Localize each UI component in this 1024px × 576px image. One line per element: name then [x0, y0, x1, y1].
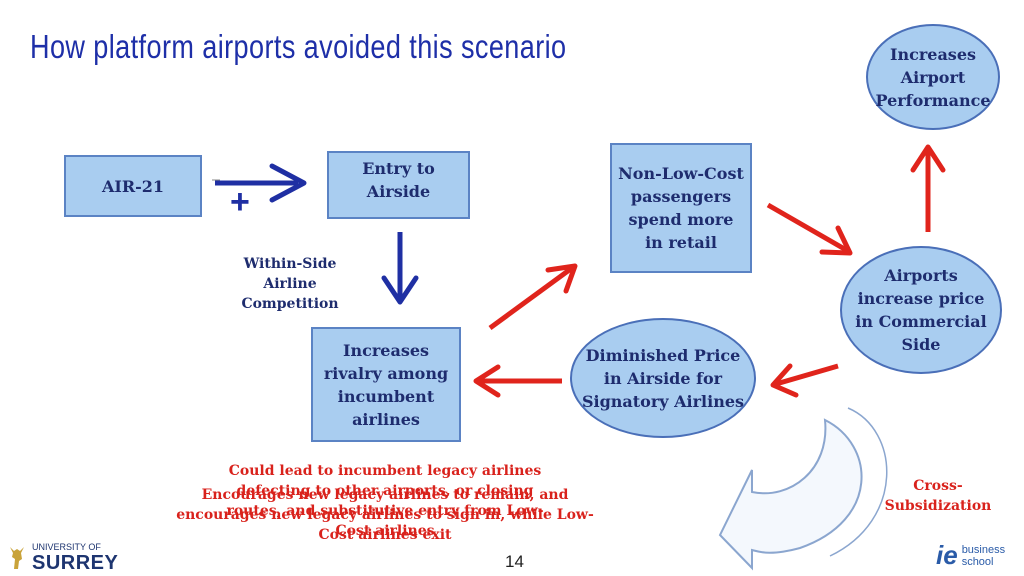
business-school-logo: ie business school [936, 540, 1005, 571]
stag-icon [10, 547, 24, 569]
school-text-line: school [961, 555, 994, 568]
node-entry-to-airside: Entry to Airside [327, 151, 470, 219]
node-rivalry-line: rivalry among [323, 363, 449, 383]
page-number: 14 [505, 552, 524, 571]
node-rivalry-line: incumbent [337, 386, 435, 406]
arrow-entry-to-rivalry [381, 232, 419, 305]
node-entry-line: Airside [366, 182, 431, 201]
note-b-line: Encourages new legacy airlines to remain… [201, 487, 569, 503]
note-a-line: Could lead to incumbent legacy airlines [228, 463, 542, 479]
note-b-line: Cost airlines exit [318, 527, 452, 543]
node-non-low-cost-passengers: Non-Low-Cost passengers spend more in re… [610, 143, 752, 273]
plus-sign: + [230, 183, 250, 221]
node-diminished-line: in Airside for [603, 368, 723, 388]
node-nonlowcost-line: in retail [645, 233, 717, 252]
note-incumbent-defection: Could lead to incumbent legacy airlines … [150, 461, 620, 541]
node-nonlowcost-line: passengers [630, 187, 732, 206]
school-text-line: business [961, 543, 1006, 556]
node-price-line: Airports [884, 266, 958, 285]
university-logo: UNIVERSITY OF SURREY [6, 541, 118, 573]
node-diminished-price: Diminished Price in Airside for Signator… [570, 318, 756, 438]
ie-mark: ie [936, 540, 958, 570]
cross-sub-line: Subsidization [884, 498, 992, 514]
within-side-line: Airline [263, 276, 317, 292]
note-b-line: encourages new legacy airlines to sign i… [176, 507, 594, 523]
node-rivalry-line: Increases [342, 340, 430, 360]
note-a-line: Cost airlines [335, 523, 435, 539]
arrow-price-to-performance [910, 144, 946, 232]
slide-title: How platform airports avoided this scena… [30, 28, 567, 65]
node-nonlowcost-line: Non-Low-Cost [618, 164, 744, 183]
node-price-line: increase price [857, 289, 985, 308]
node-performance-line: Airport [900, 67, 966, 87]
arrow-price-to-diminished [770, 363, 839, 398]
university-small-text: UNIVERSITY OF [32, 542, 101, 552]
node-nonlowcost-line: spend more [628, 210, 734, 229]
node-performance-line: Performance [875, 90, 991, 110]
arrow-air21-to-entry [212, 163, 307, 203]
node-performance-line: Increases [889, 44, 976, 64]
node-rivalry-line: airlines [352, 409, 420, 429]
arrow-nonlowcost-to-price [766, 202, 853, 256]
within-side-competition-label: Within-Side Airline Competition [228, 254, 352, 314]
node-air21-label: AIR-21 [101, 176, 165, 196]
node-increases-airport-performance: Increases Airport Performance [866, 24, 1000, 130]
note-a-line: defecting to other airports, or closing [236, 483, 534, 499]
node-entry-line: Entry to [362, 159, 435, 178]
within-side-line: Competition [241, 296, 339, 312]
node-airports-increase-price: Airports increase price in Commercial Si… [840, 246, 1002, 374]
university-name: SURREY [32, 552, 119, 574]
note-a-line: routes, and substitutive entry from Low- [226, 503, 544, 519]
cross-sub-line: Cross- [913, 478, 963, 494]
node-price-line: Side [901, 335, 941, 354]
cross-subsidization-label: Cross- Subsidization [876, 476, 1000, 516]
within-side-line: Within-Side [243, 256, 337, 272]
node-diminished-line: Diminished Price [585, 345, 741, 365]
node-air21: AIR-21 [64, 155, 202, 217]
node-diminished-line: Signatory Airlines [581, 391, 745, 411]
node-increases-rivalry: Increases rivalry among incumbent airlin… [311, 327, 461, 442]
note-encourages-legacy: Encourages new legacy airlines to remain… [150, 485, 620, 545]
node-price-line: in Commercial [855, 312, 987, 331]
arrow-diminished-to-rivalry [473, 364, 562, 398]
curved-cross-subsidization-arrow [718, 407, 888, 571]
arrow-rivalry-to-nonlowcost [488, 263, 578, 331]
